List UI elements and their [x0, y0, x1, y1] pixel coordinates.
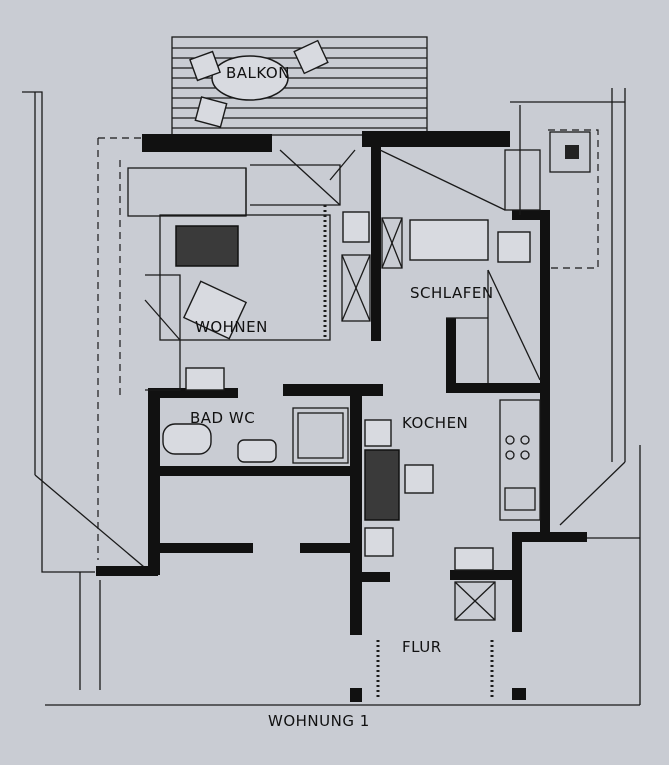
wall [283, 384, 383, 396]
wall [160, 543, 253, 553]
stove-icon [565, 145, 579, 159]
chair [342, 211, 370, 243]
cabinet [185, 367, 225, 391]
wall [362, 572, 390, 582]
wall [148, 390, 160, 575]
room-labels: WOHNEN SCHLAFEN BAD WC KOCHEN FLUR WOHNU… [190, 284, 494, 730]
room-label-wohnen: WOHNEN [195, 318, 268, 336]
burner-icon [505, 450, 515, 460]
dining-table [364, 449, 400, 521]
wall [300, 543, 350, 553]
burner-icon [505, 435, 515, 445]
walls [96, 131, 587, 702]
cabinet [454, 547, 494, 571]
wall [160, 466, 350, 476]
room-label-schlafen: SCHLAFEN [410, 284, 494, 302]
wall [350, 688, 362, 702]
sink [237, 439, 277, 463]
balcony-outline [171, 36, 428, 136]
balcony-chair [293, 39, 329, 75]
wall [512, 210, 550, 220]
wardrobe [341, 254, 371, 322]
interior-lines [45, 105, 640, 706]
kitchen-counter [499, 399, 541, 521]
wall [446, 383, 542, 393]
chair [404, 464, 434, 494]
wall [350, 390, 362, 635]
wall [512, 532, 587, 542]
sink [504, 487, 536, 511]
wall [540, 210, 550, 532]
wall [362, 131, 510, 147]
chair [364, 527, 394, 557]
balcony-chair [189, 50, 221, 82]
wall [446, 318, 456, 393]
balcony-table [211, 55, 289, 101]
room-label-balkon: BALKON [226, 64, 290, 82]
toilet [162, 423, 212, 455]
room-label-flur: FLUR [402, 638, 442, 656]
shelf [549, 131, 591, 173]
wardrobe [454, 581, 496, 621]
balcony: BALKON [171, 36, 428, 136]
burner-icon [520, 450, 530, 460]
bed [409, 219, 489, 261]
shower [292, 407, 349, 464]
room-label-bad-wc: BAD WC [190, 409, 255, 427]
wall [450, 570, 520, 580]
armchair [182, 280, 248, 340]
wardrobe [381, 217, 403, 269]
chair [364, 419, 392, 447]
wall [512, 532, 522, 632]
nightstand [497, 231, 531, 263]
plan-title: WOHNUNG 1 [268, 712, 370, 730]
wall [96, 566, 158, 576]
wall [512, 688, 526, 700]
roof-outline [22, 88, 641, 705]
burner-icon [520, 435, 530, 445]
coffee-table [175, 225, 239, 267]
balcony-chair [194, 96, 228, 128]
wall [148, 388, 238, 398]
wall [371, 131, 381, 341]
wall [142, 134, 272, 152]
room-label-kochen: KOCHEN [402, 414, 468, 432]
furniture [162, 131, 591, 621]
